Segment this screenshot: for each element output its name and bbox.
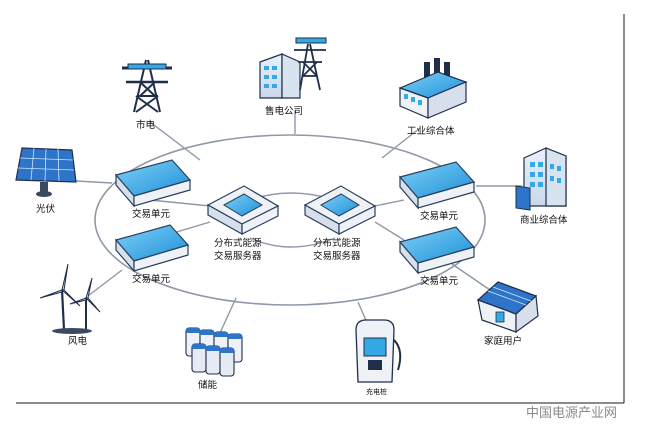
server-right xyxy=(303,185,377,236)
line-grid xyxy=(149,121,201,161)
house-icon xyxy=(476,281,539,334)
trading-unit-top-right xyxy=(398,161,476,210)
line-unit-server-left-top xyxy=(149,199,211,207)
line-solar xyxy=(75,180,113,184)
label-server-left-line2: 交易服务器 xyxy=(214,250,262,262)
sales-company-icon xyxy=(259,37,327,99)
line-unit-server-right-top xyxy=(374,199,405,207)
trading-unit-bottom-right xyxy=(398,226,476,275)
line-wind xyxy=(87,269,123,297)
line-unit-server-right-bottom xyxy=(374,221,405,241)
wind-turbine-icon xyxy=(39,263,101,334)
label-server-right-line2: 交易服务器 xyxy=(313,250,361,262)
label-server-left-line1: 分布式能源 xyxy=(214,237,262,249)
commercial-building-icon xyxy=(515,147,567,211)
label-sales-company: 售电公司 xyxy=(265,105,303,117)
line-household xyxy=(451,263,491,291)
outer-network-ring xyxy=(94,134,486,306)
label-unit-bottom-left: 交易单元 xyxy=(132,273,171,285)
factory-icon xyxy=(398,58,468,119)
label-grid: 市电 xyxy=(136,119,156,131)
trading-unit-bottom-left xyxy=(114,224,190,273)
label-household: 家庭用户 xyxy=(484,335,522,347)
label-commercial: 商业综合体 xyxy=(520,214,568,226)
label-industrial: 工业综合体 xyxy=(407,125,455,137)
label-unit-top-left: 交易单元 xyxy=(132,208,171,220)
server-link xyxy=(249,237,336,248)
label-wind: 风电 xyxy=(68,335,88,347)
solar-panel-icon xyxy=(15,147,77,197)
label-storage: 储能 xyxy=(198,379,218,391)
battery-storage-icon xyxy=(185,327,243,377)
watermark-text: 中国电源产业网 xyxy=(526,406,617,421)
label-unit-top-right: 交易单元 xyxy=(420,210,459,222)
label-charging: 充电桩 xyxy=(366,387,387,396)
label-solar: 光伏 xyxy=(36,203,56,215)
ev-charger-icon xyxy=(355,319,402,383)
power-tower-icon xyxy=(122,59,172,113)
line-industrial xyxy=(381,127,421,159)
trading-unit-top-left xyxy=(114,159,192,208)
line-storage xyxy=(219,297,237,334)
server-left xyxy=(206,185,280,236)
label-server-right-line1: 分布式能源 xyxy=(313,237,361,249)
label-unit-bottom-right: 交易单元 xyxy=(420,275,459,287)
